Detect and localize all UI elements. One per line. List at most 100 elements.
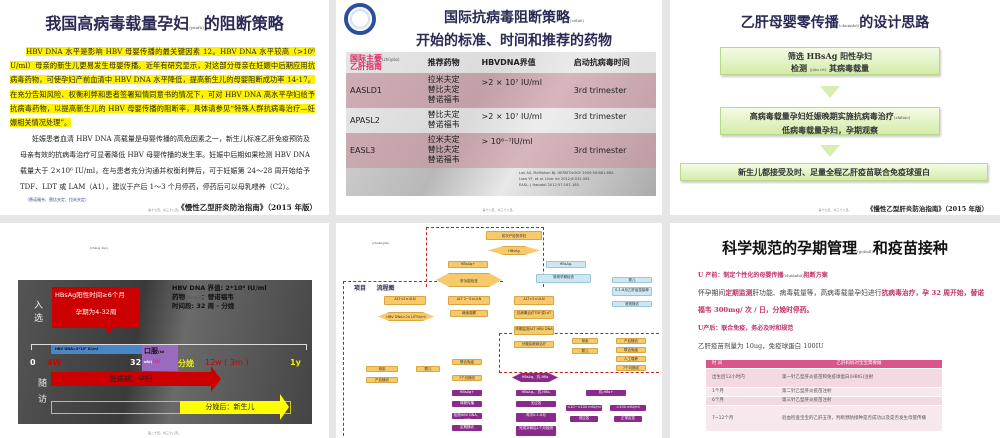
node-q2: 无应答 bbox=[516, 401, 556, 407]
header-start: 启动抗病毒时间 bbox=[573, 58, 630, 67]
table-row: AASLD1 拉米夫定替比夫定替诺福韦 >2 × 10⁷ IU/ml 3rd t… bbox=[346, 73, 656, 108]
node-mother-left: 母亲 bbox=[366, 366, 398, 372]
node-start: 初次产检的孕妇 bbox=[486, 231, 542, 240]
node-tdf: 抗病毒治疗TDF或LdT bbox=[514, 310, 554, 319]
guide-cell: APASL2 bbox=[350, 116, 380, 125]
slide-5-thumbnail[interactable]: (zhuàngtài) 项目 流程图 初次产检的孕妇 HBsAg HBsAg+ … bbox=[336, 223, 662, 438]
step-text: 筛选 HBsAg 阳性孕妇 bbox=[787, 51, 873, 61]
action-cell: 第一针乙型肝炎疫苗和免疫球蛋白(HBIG)注射 bbox=[776, 368, 942, 388]
pinyin: (zhǔyào) bbox=[382, 57, 400, 62]
slide-3-thumbnail[interactable]: 乙肝母婴零传播(chuánbō)的设计思路 筛选 HBsAg 阳性孕妇 检测 (… bbox=[670, 0, 1000, 215]
title-text: 乙肝母婴零传播 bbox=[740, 15, 839, 31]
slide-title: 国际抗病毒阻断策略(cèlüè) 开始的标准、时间和推荐的药物 bbox=[366, 8, 662, 51]
table-row: 出生后12小时内第一针乙型肝炎疫苗和免疫球蛋白(HBIG)注射 bbox=[706, 368, 942, 388]
heading-text: 阻断方案 bbox=[803, 272, 828, 279]
node-followup: 常规随访 bbox=[612, 301, 652, 307]
drug-note: （替诺福韦、替比夫定、拉米夫定） bbox=[25, 197, 89, 202]
drug-label: TDF bbox=[152, 359, 161, 364]
pinyin: (cèlüè) bbox=[570, 18, 584, 23]
timeline-axis bbox=[31, 344, 307, 350]
node-p2: HBsAg-、抗-HBs- bbox=[516, 390, 556, 396]
flowchart-label: 项目 流程图 bbox=[354, 285, 395, 292]
slide-title: 我国高病毒载量孕妇(yùnfù)的阻断策略 bbox=[0, 10, 329, 34]
node-mother: 母亲 bbox=[572, 338, 598, 344]
header-time: 时 间 bbox=[706, 360, 776, 369]
tick-0: 0 bbox=[30, 358, 36, 367]
table-row: 1个月第二针乙型肝炎疫苗注射 bbox=[706, 387, 942, 397]
source-citation: 《慢性乙型肝炎防治指南》（2015 年版） bbox=[866, 205, 988, 213]
pregnancy-arrow-head bbox=[211, 366, 221, 392]
followup-label: 随访 bbox=[38, 376, 47, 408]
node-q6: 正常应答 bbox=[614, 416, 642, 422]
title-text: 科学规范的孕期管理 bbox=[722, 239, 858, 257]
node-alt-low: ALT<2×ULN bbox=[384, 296, 426, 305]
drug: 替诺福韦 bbox=[427, 95, 460, 104]
step-text: 低病毒载量孕妇，孕期观察 bbox=[782, 125, 878, 135]
pinyin: (guǎnlǐ) bbox=[857, 249, 873, 254]
threshold-cell: > 10⁶⁻⁷IU/ml bbox=[481, 137, 533, 146]
guide-cell: AASLD1 bbox=[350, 86, 382, 95]
title-end: 的设计思路 bbox=[859, 15, 930, 31]
threshold-cell: >2 × 10⁷ IU/ml bbox=[481, 78, 542, 87]
action-cell: 第三针乙型肝炎疫苗注射 bbox=[776, 396, 942, 406]
criteria-text: HBsAg阳性时间≥6个月 bbox=[55, 291, 125, 299]
node-q1: 母婴传播 bbox=[452, 401, 482, 407]
page-number: 第十八页，共三十八页。 bbox=[482, 208, 516, 212]
highlight-text: HBV DNA 水平是影响 HBV 母婴传播的最关键因素 12。HBV DNA … bbox=[10, 47, 315, 128]
title-line-2: 开始的标准、时间和推荐的药物 bbox=[416, 33, 612, 49]
header-guide-2: 乙肝指南 bbox=[350, 62, 382, 71]
info-line: HBV DNA 界值: 2*10⁶ IU/ml bbox=[172, 284, 267, 292]
reference: EASL. J Hepatol 2012;57:167-185. bbox=[519, 183, 580, 187]
drug: 替比夫定 bbox=[427, 85, 460, 94]
newborn-arrow-head bbox=[280, 394, 289, 420]
timeline-panel: 入选 HBsAg阳性时间≥6个月 孕期为4-32周 HBV DNA 界值: 2*… bbox=[18, 280, 312, 424]
time-cell: 出生后12小时内 bbox=[706, 368, 776, 388]
followup-char: 访 bbox=[38, 395, 48, 405]
info-line: ：替诺福韦 bbox=[201, 293, 234, 301]
pinyin: ufú) bbox=[144, 360, 153, 364]
pinyin: (zhìliáo) bbox=[893, 115, 911, 120]
title-end: 的阻断策略 bbox=[203, 14, 284, 33]
table-row: 6个月第三针乙型肝炎疫苗注射 bbox=[706, 396, 942, 406]
body-paragraph: 妊娠患者血清 HBV DNA 高载量是母婴传播的高危因素之一，新生儿标准乙肝免疫… bbox=[20, 135, 310, 191]
slide-title: 科学规范的孕期管理(guǎnlǐ)和疫苗接种 bbox=[670, 237, 1000, 258]
para-text: 肝功能、病毒载量等，高病毒载量孕妇进行 bbox=[752, 289, 882, 297]
start-cell: 3rd trimester bbox=[573, 112, 627, 121]
tick-delivery: 分娩 bbox=[178, 359, 194, 368]
title-end: 和疫苗接种 bbox=[872, 239, 948, 257]
step-text: 检测 bbox=[790, 63, 807, 73]
action-cell: 第二针乙型肝炎疫苗注射 bbox=[776, 387, 942, 397]
header-threshold: HBVDNA界值 bbox=[481, 58, 536, 67]
node-q5: 低应答 bbox=[570, 416, 598, 422]
highlight-paragraph: HBV DNA 水平是影响 HBV 母婴传播的最关键因素 12。HBV DNA … bbox=[10, 45, 315, 130]
node-positive: HBsAg+ bbox=[448, 261, 488, 268]
enroll-label: 入选 bbox=[34, 300, 43, 326]
enroll-char: 选 bbox=[34, 314, 44, 324]
vaccination-table: 时 间乙肝妈妈对宝宝需要做 出生后12小时内第一针乙型肝炎疫苗和免疫球蛋白(HB… bbox=[706, 360, 942, 432]
dosage-text: 乙肝疫苗剂量为 10ug，免疫球蛋白 100IU bbox=[698, 342, 824, 350]
pinyin: (chuánbō) bbox=[838, 23, 860, 28]
table-row: 7~12个月验血检查宝宝的乙肝五项，判断预防接种是否成功以及是否发生母婴传播 bbox=[706, 405, 942, 432]
time-cell: 1个月 bbox=[706, 387, 776, 397]
step-box-newborn: 新生儿都接受及时、足量全程乙肝疫苗联合免疫球蛋白 bbox=[680, 163, 988, 181]
slide-2-thumbnail[interactable]: 国际抗病毒阻断策略(cèlüè) 开始的标准、时间和推荐的药物 国际主要(zhǔ… bbox=[336, 0, 662, 215]
drug: 替比夫定 bbox=[427, 145, 460, 154]
node-alt-high: ALT>5×ULN bbox=[514, 296, 554, 305]
dashed-region-right bbox=[499, 333, 659, 373]
table-background: 国际主要(zhǔyào)乙肝指南 推荐药物 HBVDNA界值 启动抗病毒时间 A… bbox=[346, 52, 656, 196]
header-action: 乙肝妈妈对宝宝需要做 bbox=[776, 360, 942, 369]
slide-4-thumbnail[interactable]: (zhàng dào) 入选 HBsAg阳性时间≥6个月 孕期为4-32周 HB… bbox=[0, 223, 329, 438]
node-infant: 婴儿 bbox=[572, 348, 598, 354]
slide-6-thumbnail[interactable]: 科学规范的孕期管理(guǎnlǐ)和疫苗接种 U 产前：制定个性化的母婴传播(c… bbox=[670, 223, 1000, 438]
guide-cell: EASL3 bbox=[350, 146, 376, 155]
para-emphasis: 抗病毒治疗，孕 32 周开始，替诺福韦 300mg/ 次 / 日，分娩时停药。 bbox=[698, 289, 985, 314]
title-line-1: 国际抗病毒阻断策略 bbox=[444, 10, 571, 26]
para-text: 怀孕期间 bbox=[698, 289, 726, 297]
start-cell: 3rd trimester bbox=[573, 86, 627, 95]
callout-pointer bbox=[105, 328, 113, 334]
node-decision: HBsAg、抗-HBs bbox=[512, 373, 558, 382]
header-drugs: 推荐药物 bbox=[427, 58, 460, 67]
node-q3: 检测HBV DNA、ALT bbox=[452, 413, 482, 419]
slide-1-thumbnail[interactable]: 我国高病毒载量孕妇(yùnfù)的阻断策略 HBV DNA 水平是影响 HBV … bbox=[0, 0, 329, 215]
reference: Lok AS, McMahon BJ. HEPATOLOGY 2009;50:6… bbox=[519, 171, 615, 175]
